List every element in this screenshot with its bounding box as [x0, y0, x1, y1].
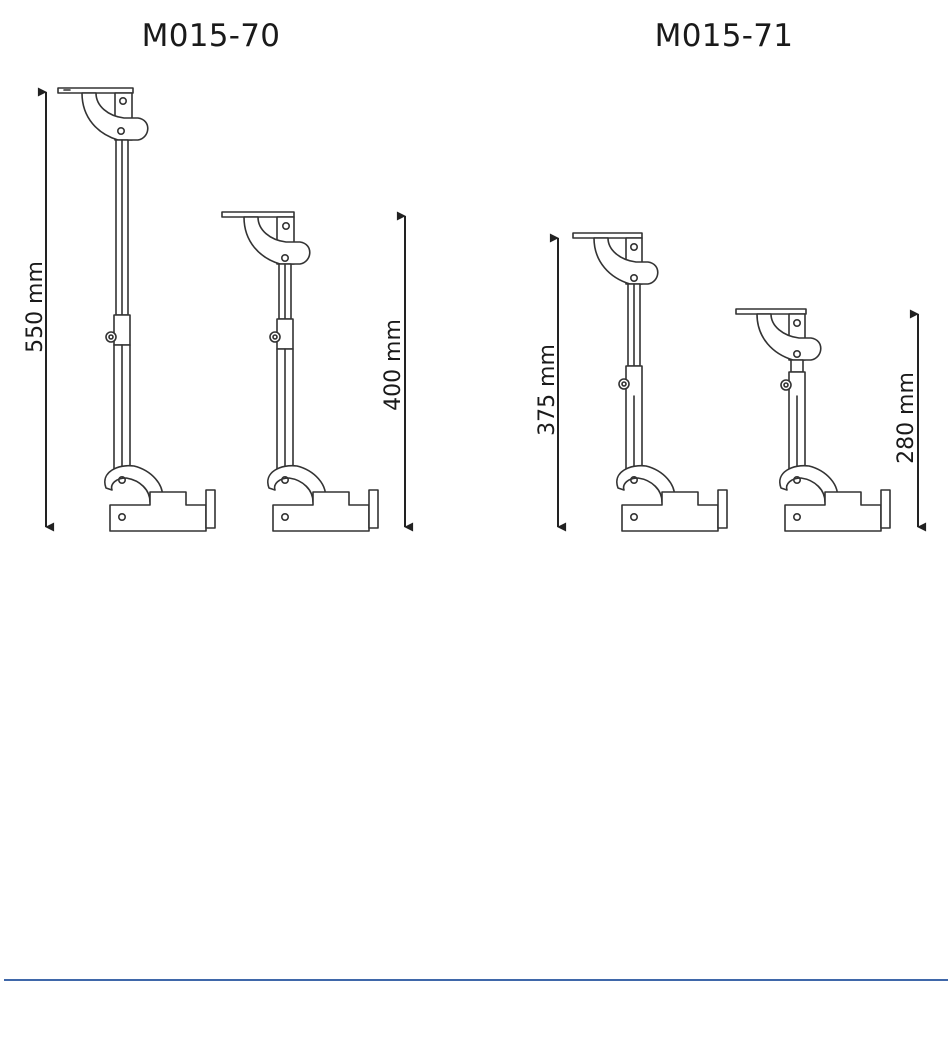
- dimension-375: 375 mm: [535, 238, 560, 527]
- mount-illustration-m015-70-extended: [58, 88, 215, 531]
- mount-illustration-m015-71-extended: [573, 233, 727, 531]
- dimension-label-375: 375 mm: [535, 344, 560, 436]
- dimension-280: 280 mm: [894, 314, 919, 527]
- footer-divider: [4, 979, 948, 981]
- dimension-label-400: 400 mm: [381, 319, 406, 411]
- dimension-label-550: 550 mm: [23, 261, 48, 353]
- mount-illustration-m015-71-retracted: [736, 309, 890, 531]
- mount-illustration-m015-70-retracted: [222, 212, 378, 531]
- dimension-400: 400 mm: [381, 216, 406, 527]
- dimension-550: 550 mm: [23, 92, 48, 527]
- dimension-label-280: 280 mm: [894, 372, 919, 464]
- mount-drawing: 550 mm 400 mm 375 mm 280 mm: [0, 0, 950, 600]
